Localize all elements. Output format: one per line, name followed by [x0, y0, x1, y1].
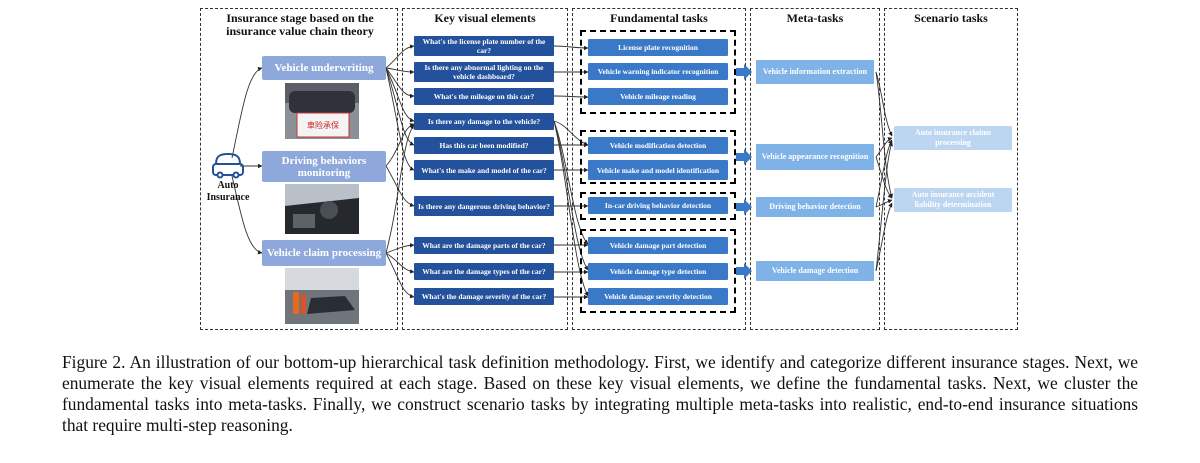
svg-text:車险承保: 車险承保 — [307, 120, 339, 130]
scenario-claims-processing: Auto insurance claims processing — [894, 126, 1012, 150]
stage-vehicle-claim-processing: Vehicle claim processing — [262, 240, 386, 266]
fundamental-group-information — [580, 30, 736, 114]
question-damage-types: What are the damage types of the car? — [414, 263, 554, 280]
connector-lines — [212, 44, 894, 300]
column-title-scenario: Scenario tasks — [914, 11, 988, 25]
fundamental-damage-severity: Vehicle damage severity detection — [588, 288, 728, 305]
stage-vehicle-underwriting: Vehicle underwriting — [262, 56, 386, 80]
fundamental-modification: Vehicle modification detection — [588, 137, 728, 154]
meta-damage-detection: Vehicle damage detection — [756, 261, 874, 281]
photo-underwriting: 車险承保 — [285, 83, 359, 139]
fundamental-driving-behavior: In-car driving behavior detection — [588, 197, 728, 214]
question-damage: Is there any damage to the vehicle? — [414, 113, 554, 130]
column-title-key-visual: Key visual elements — [434, 11, 536, 25]
question-mileage: What's the mileage on this car? — [414, 88, 554, 105]
meta-appearance-recognition: Vehicle appearance recognition — [756, 144, 874, 170]
question-dangerous-driving: Is there any dangerous driving behavior? — [414, 196, 554, 216]
column-title-insurance-stage: Insurance stage based on the insurance v… — [226, 11, 374, 38]
photo-driving — [285, 184, 359, 234]
question-damage-parts: What are the damage parts of the car? — [414, 237, 554, 254]
column-scenario — [884, 8, 1018, 330]
fundamental-license-plate: License plate recognition — [588, 39, 728, 56]
photo-claim — [285, 268, 359, 324]
meta-driving-behavior: Driving behavior detection — [756, 197, 874, 217]
fundamental-group-driving — [580, 192, 736, 220]
figure-caption: Figure 2. An illustration of our bottom-… — [62, 352, 1138, 435]
column-insurance-stage — [200, 8, 398, 330]
column-title-fundamental: Fundamental tasks — [610, 11, 708, 25]
question-dashboard-lighting: Is there any abnormal lighting on the ve… — [414, 62, 554, 82]
root-auto-insurance: Auto Insurance — [206, 180, 250, 203]
stage-driving-behaviors-monitoring: Driving behaviors monitoring — [262, 151, 386, 182]
fundamental-damage-part: Vehicle damage part detection — [588, 237, 728, 254]
fundamental-group-damage — [580, 229, 736, 313]
fundamental-mileage-reading: Vehicle mileage reading — [588, 88, 728, 105]
meta-information-extraction: Vehicle information extraction — [756, 60, 874, 84]
column-key-visual — [402, 8, 568, 330]
car-icon — [212, 152, 244, 179]
fundamental-make-model: Vehicle make and model identification — [588, 160, 728, 180]
question-make-model: What's the make and model of the car? — [414, 160, 554, 180]
fundamental-warning-indicator: Vehicle warning indicator recognition — [588, 63, 728, 80]
scenario-liability-determination: Auto insurance accident liability determ… — [894, 188, 1012, 212]
question-license-plate: What's the license plate number of the c… — [414, 36, 554, 56]
column-fundamental — [572, 8, 746, 330]
hierarchy-diagram: Insurance stage based on the insurance v… — [200, 8, 1018, 330]
question-damage-severity: What's the damage severity of the car? — [414, 288, 554, 305]
fundamental-damage-type: Vehicle damage type detection — [588, 263, 728, 280]
fundamental-group-appearance — [580, 130, 736, 184]
column-title-meta: Meta-tasks — [786, 11, 844, 25]
question-modified: Has this car been modified? — [414, 137, 554, 154]
